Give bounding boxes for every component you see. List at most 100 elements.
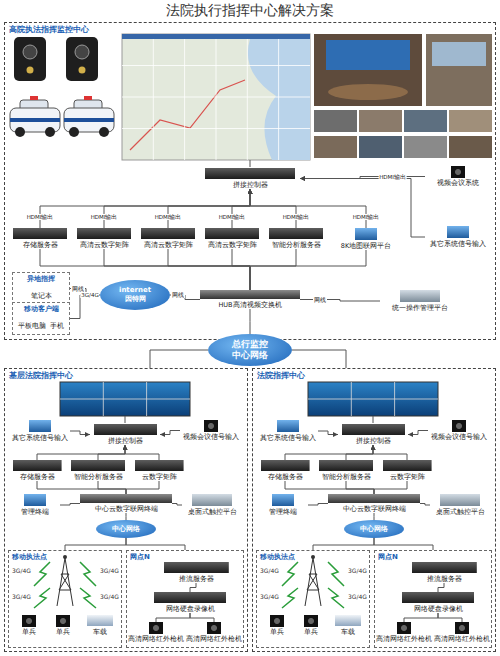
node-label: 网点N bbox=[378, 553, 398, 562]
sub-region: 移动执法点单兵单兵车载 bbox=[256, 550, 370, 648]
camera-device: 视频会议信号输入 bbox=[180, 420, 242, 441]
server-device: 拼接控制器 bbox=[90, 424, 160, 445]
connector bbox=[126, 538, 185, 550]
title: 法院执行指挥中心解决方案 bbox=[0, 2, 500, 19]
server-device: 拼接控制器 bbox=[338, 424, 408, 445]
car-wheel bbox=[45, 127, 55, 137]
car-stripe bbox=[64, 118, 114, 122]
node-label: 存储服务器 bbox=[258, 473, 312, 481]
connector bbox=[40, 189, 250, 228]
connector bbox=[285, 481, 374, 494]
network-cloud: 中心网络 bbox=[96, 520, 156, 538]
sub-region: 网点N推流服务器网络硬盘录像机高清网络红外枪机高清网络红外枪机 bbox=[374, 550, 492, 648]
room-photo bbox=[426, 34, 492, 106]
thumb-photo bbox=[359, 136, 402, 158]
connector bbox=[373, 445, 407, 460]
node-label: 高清云数字矩阵 bbox=[202, 241, 262, 249]
map-grid bbox=[122, 34, 310, 160]
node-label: 网点N bbox=[130, 553, 150, 562]
wireless-bolt bbox=[80, 588, 96, 608]
node-label: 移动客户端 bbox=[14, 305, 68, 313]
connector bbox=[308, 504, 328, 506]
node-label: 高清云数字矩阵 bbox=[74, 241, 134, 249]
edge-label: HDMI输出 bbox=[26, 214, 55, 220]
node-label: 云数字矩阵 bbox=[380, 473, 434, 481]
car-wheel bbox=[69, 127, 79, 137]
connector bbox=[156, 613, 190, 622]
server-device: 存储服务器 bbox=[10, 460, 64, 481]
network-cloud: internet因特网 bbox=[100, 280, 170, 310]
connector bbox=[420, 504, 430, 506]
node-label: 单兵 bbox=[262, 628, 292, 636]
wall-wire bbox=[125, 416, 126, 423]
node-label: 单兵 bbox=[296, 628, 326, 636]
node-label: 拼接控制器 bbox=[200, 181, 300, 189]
camera-device: 视频会议系统 bbox=[425, 166, 491, 187]
node-sublabel: 手机 bbox=[50, 322, 64, 330]
connector bbox=[150, 350, 208, 368]
node-label: 推流服务器 bbox=[408, 575, 480, 583]
car-light bbox=[84, 96, 92, 100]
edge-label: 网线 bbox=[313, 297, 327, 303]
switch-device: HUB高清视频交换机 bbox=[200, 290, 300, 309]
node-label: 中心云数字联网终端 bbox=[328, 505, 420, 513]
body-camera bbox=[14, 37, 46, 81]
monitor-device: 其它系统信号输入 bbox=[258, 420, 318, 442]
node-label: 管理终端 bbox=[10, 508, 60, 516]
connector bbox=[346, 445, 373, 460]
connector bbox=[168, 249, 250, 290]
tower-top bbox=[311, 555, 315, 559]
connector bbox=[98, 445, 125, 460]
server-device: 高清云数字矩阵 bbox=[202, 228, 262, 249]
room-screen bbox=[432, 42, 486, 66]
wall-wire bbox=[373, 416, 374, 423]
node-label: 高清网络红外枪机 bbox=[434, 635, 490, 643]
node-label: 高清云数字矩阵 bbox=[138, 241, 198, 249]
thumb-photo bbox=[404, 136, 447, 158]
monitor-device: 其它系统信号输入 bbox=[10, 420, 70, 442]
connector bbox=[190, 583, 196, 592]
client-box: 异地指挥笔记本 bbox=[12, 272, 70, 305]
signal-label: 3G/4G bbox=[260, 594, 279, 601]
node-label: 统一操作管理平台 bbox=[380, 304, 460, 312]
node-label: 基层法院指挥中心 bbox=[9, 371, 73, 381]
console-device: 桌面式触控平台 bbox=[182, 494, 242, 516]
wireless-bolt bbox=[282, 588, 298, 608]
server-device: 存储服务器 bbox=[10, 228, 70, 249]
node-label: 管理终端 bbox=[258, 508, 308, 516]
server-device: 智能分析服务器 bbox=[266, 228, 326, 249]
node-sublabel: 笔记本 bbox=[31, 292, 52, 300]
node-label: 中心网络 bbox=[360, 525, 388, 533]
camera-device: 单兵 bbox=[262, 615, 292, 636]
node-label: 视频会议信号输入 bbox=[180, 433, 242, 441]
connector bbox=[250, 189, 296, 228]
edge-label: HDMI输出 bbox=[378, 174, 407, 180]
node-label: 云数字矩阵 bbox=[132, 473, 186, 481]
thumb-photo bbox=[359, 110, 402, 132]
node-label: 中心云数字联网终端 bbox=[80, 505, 172, 513]
thumb-photo bbox=[449, 136, 492, 158]
edge-label: HDMI输出 bbox=[282, 214, 311, 220]
signal-label: 3G/4G bbox=[348, 594, 367, 601]
sub-region: 网点N推流服务器网络硬盘录像机高清网络红外枪机高清网络红外枪机 bbox=[126, 550, 244, 648]
server-device: 云数字矩阵 bbox=[132, 460, 186, 481]
connector bbox=[374, 481, 407, 494]
wall-grid bbox=[60, 382, 190, 416]
wireless-bolt bbox=[34, 562, 50, 586]
edge-label: HDMI输出 bbox=[90, 214, 119, 220]
node-label: 其它系统信号输入 bbox=[425, 240, 491, 248]
camera-lens bbox=[23, 45, 37, 59]
camera-device: 高清网络红外枪机 bbox=[128, 622, 184, 643]
node-label: 其它系统信号输入 bbox=[10, 434, 70, 442]
map-header bbox=[122, 34, 310, 39]
node-label: 视频会议系统 bbox=[425, 179, 491, 187]
node-label: 高清网络红外枪机 bbox=[376, 635, 432, 643]
wireless-bolt bbox=[328, 562, 344, 586]
node-label: 移动执法点 bbox=[260, 553, 295, 562]
signal-label: 3G/4G bbox=[348, 568, 367, 575]
connector bbox=[292, 350, 346, 368]
signal-label: 3G/4G bbox=[12, 594, 31, 601]
connector bbox=[285, 445, 373, 460]
node-label: 高院执法指挥监控中心 bbox=[9, 25, 89, 35]
node-label: 拼接控制器 bbox=[338, 437, 408, 445]
